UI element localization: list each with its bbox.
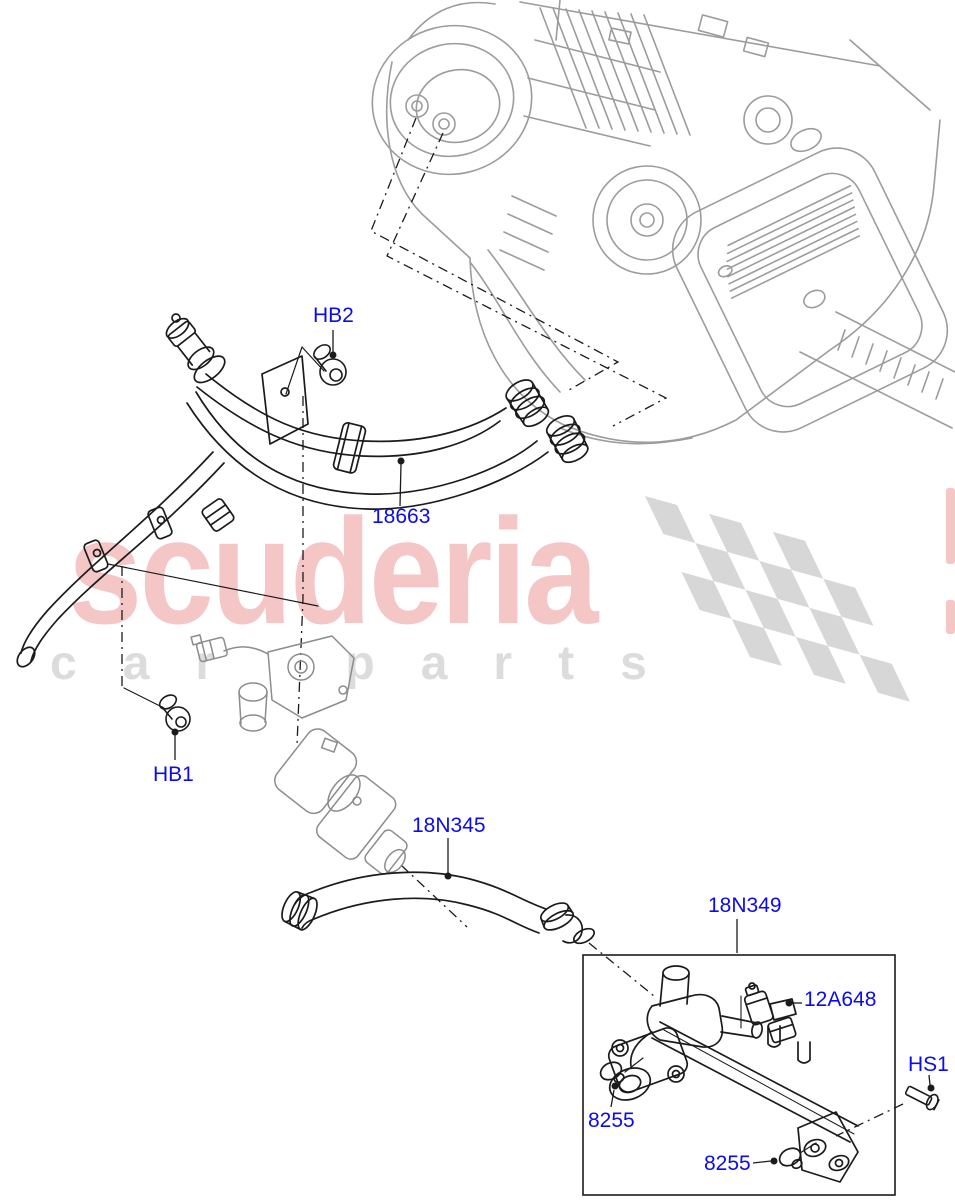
watermark-fragment	[946, 488, 955, 564]
callout-8255-rear[interactable]: 8255	[704, 1152, 751, 1175]
callout-hs1[interactable]: HS1	[908, 1053, 949, 1076]
detail-box-18n349	[582, 954, 896, 1196]
heater-hose-18663-drawing	[16, 313, 589, 668]
callout-hb2[interactable]: HB2	[313, 304, 354, 327]
water-outlet-18n349-drawing	[599, 965, 859, 1183]
watermark-fragment	[946, 600, 955, 634]
callout-8255-front[interactable]: 8255	[588, 1109, 635, 1132]
auxiliary-pump-drawing	[190, 634, 408, 875]
callout-hb1[interactable]: HB1	[153, 763, 194, 786]
screw-hs1-drawing	[904, 1085, 940, 1111]
leader-lines-dashdot	[121, 117, 904, 1137]
callout-12a648[interactable]: 12A648	[804, 988, 877, 1011]
watermark-tagline-text: car parts	[50, 637, 693, 690]
heater-hose-18n345-drawing	[281, 871, 596, 945]
bolt-hb2-drawing	[313, 344, 347, 386]
callout-18n349[interactable]: 18N349	[708, 894, 782, 917]
callout-18n345[interactable]: 18N345	[412, 814, 486, 837]
callout-leaders	[171, 330, 935, 1165]
bolt-hb1-drawing	[123, 687, 191, 732]
heater-unit-drawing	[371, 0, 955, 445]
watermark-brand-text: scuderia	[68, 487, 598, 655]
callout-18663[interactable]: 18663	[372, 505, 431, 528]
checkered-flag-watermark	[645, 496, 910, 702]
